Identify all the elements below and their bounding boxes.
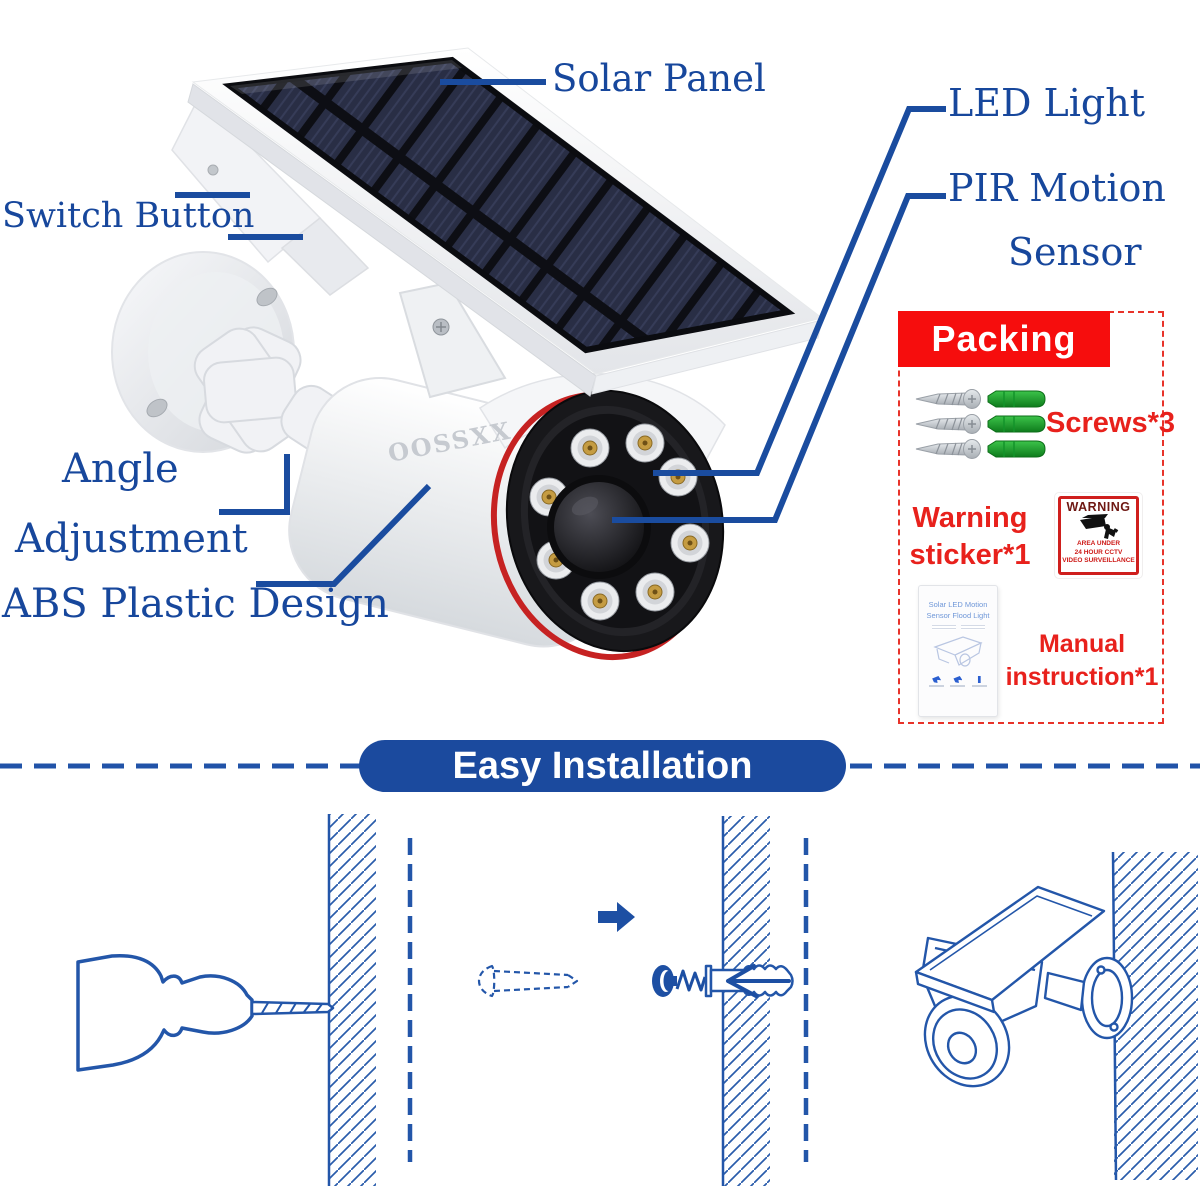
abs-plastic-label: ABS Plastic Design [2,581,389,627]
warning-sticker-label: Warning sticker*1 [905,500,1035,574]
warning-sticker: WARNING AREA UNDER 24 HOUR CCTV VIDEO SU… [1055,493,1142,578]
manual-paper: Solar LED Motion Sensor Flood Light [918,585,998,717]
anchor-icon [987,390,1046,408]
manual-icon [971,676,987,687]
screws-icon [915,389,981,459]
angle-label: Angle [62,446,179,492]
hinge-bracket [398,281,507,399]
wall-section-2 [721,816,809,1186]
manual-paper-title: Solar LED Motion Sensor Flood Light [919,599,997,621]
anchor-arrow-icon [726,964,791,998]
screw-icon [915,439,981,459]
led-light-callout-line [653,106,946,476]
product-photo: OOSSXX [111,47,824,661]
cctv-camera-icon [1079,514,1118,539]
manual-paper-title-line2: Sensor Flood Light [926,611,990,620]
mounted-camera-lineart [914,885,1134,1088]
switch-housing [171,93,370,296]
switch-button-hole [207,164,219,176]
warning-sticker-header: WARNING [1066,500,1131,514]
adjustment-label: Adjustment [15,516,248,562]
manual-paper-textlines [919,625,997,630]
manual-paper-title-line1: Solar LED Motion [928,600,988,609]
manual-instruction-label-line2: instruction*1 [1005,663,1159,691]
screws-label: Screws*3 [1046,407,1175,439]
pir-sensor-dome [547,475,651,579]
manual-icon [950,676,966,687]
pir-sensor-callout-line [612,193,946,523]
warning-sticker-line1: AREA UNDER [1076,540,1121,547]
wall-anchors-icon [987,390,1046,458]
manual-paper-icons [919,676,997,687]
led-icon [635,572,675,612]
led-icon [580,581,620,621]
manual-device-sketch [933,636,983,667]
ball-joint [193,326,375,470]
led-icon [658,457,698,497]
callout-lines [175,79,946,587]
warning-sticker-frame: WARNING AREA UNDER 24 HOUR CCTV VIDEO SU… [1058,496,1139,575]
screw-icon [915,414,981,434]
screw-in-anchor-icon [652,964,794,998]
solar-panel [187,47,824,397]
abs-plastic-callout-line [256,483,432,587]
switch-button-label: Switch Button [2,196,255,236]
manual-icon [929,676,945,687]
pir-motion-label: PIR Motion [948,166,1166,210]
anchor-icon [987,415,1046,433]
right-arrow-icon [598,902,635,932]
solar-panel-label: Solar Panel [552,57,766,100]
manual-instruction-label: Manual instruction*1 [992,628,1172,694]
manual-glyph-icon [977,676,981,683]
led-icon [625,423,665,463]
led-icon [670,523,710,563]
warning-sticker-label-line1: Warning [912,502,1028,534]
pir-sensor-label: Sensor [1008,230,1142,274]
easy-installation-banner: Easy Installation [359,740,846,792]
led-icon [570,428,610,468]
wall-section-1 [327,814,413,1186]
manual-glyph-icon [953,676,963,683]
manual-instruction-label-line1: Manual [1038,630,1126,658]
anchor-icon [987,440,1046,458]
warning-sticker-line3: VIDEO SURVEILLANCE [1062,557,1135,564]
warning-sticker-line2: 24 HOUR CCTV [1074,548,1123,556]
packing-box: Packing [898,311,1164,724]
angle-adjustment-callout-line [219,454,290,515]
screw-outline-icon [477,964,579,998]
drill-icon [76,953,335,1072]
warning-sticker-label-line2: sticker*1 [909,539,1031,571]
installation-steps [76,814,1198,1186]
manual-glyph-icon [932,676,942,683]
led-light-label: LED Light [948,81,1145,125]
screw-icon [915,389,981,409]
packing-title: Packing [898,311,1110,367]
easy-installation-title: Easy Installation [452,744,753,787]
